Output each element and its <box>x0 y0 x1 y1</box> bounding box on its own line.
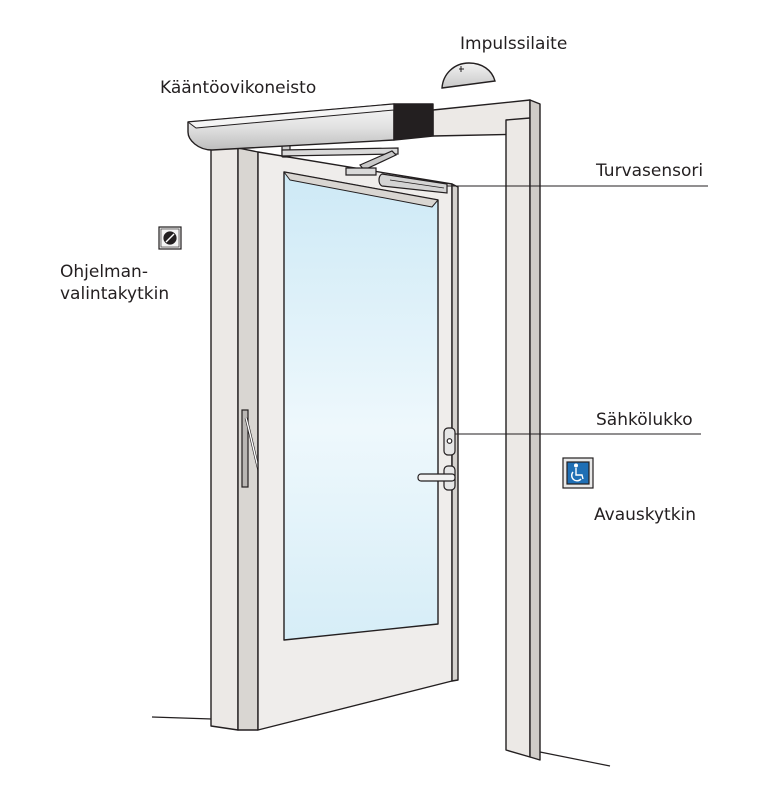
right-door-frame <box>432 99 541 761</box>
program-selector-switch-icon <box>158 226 182 250</box>
wheelchair-accessibility-icon <box>562 457 594 489</box>
open-switch-label: Avauskytkin <box>594 505 697 525</box>
impulse-device <box>441 62 496 89</box>
program-selector-label-line2: valintakytkin <box>60 284 170 304</box>
program-selector-label: Ohjelman- valintakytkin <box>60 261 169 305</box>
program-selector-label-line1: Ohjelman- <box>60 262 148 282</box>
electric-lock-label: Sähkölukko <box>596 410 693 430</box>
door-lever-handle <box>417 465 456 491</box>
electric-lock <box>443 427 456 456</box>
safety-sensor-label: Turvasensori <box>596 161 704 181</box>
safety-sensor <box>378 173 448 194</box>
impulse-device-label: Impulssilaite <box>460 34 568 54</box>
door-leaf <box>257 151 459 731</box>
swing-operator-label: Kääntöovikoneisto <box>160 78 317 98</box>
leader-lines <box>447 185 708 435</box>
floor-lines <box>151 716 611 767</box>
swing-operator-housing <box>187 103 434 151</box>
